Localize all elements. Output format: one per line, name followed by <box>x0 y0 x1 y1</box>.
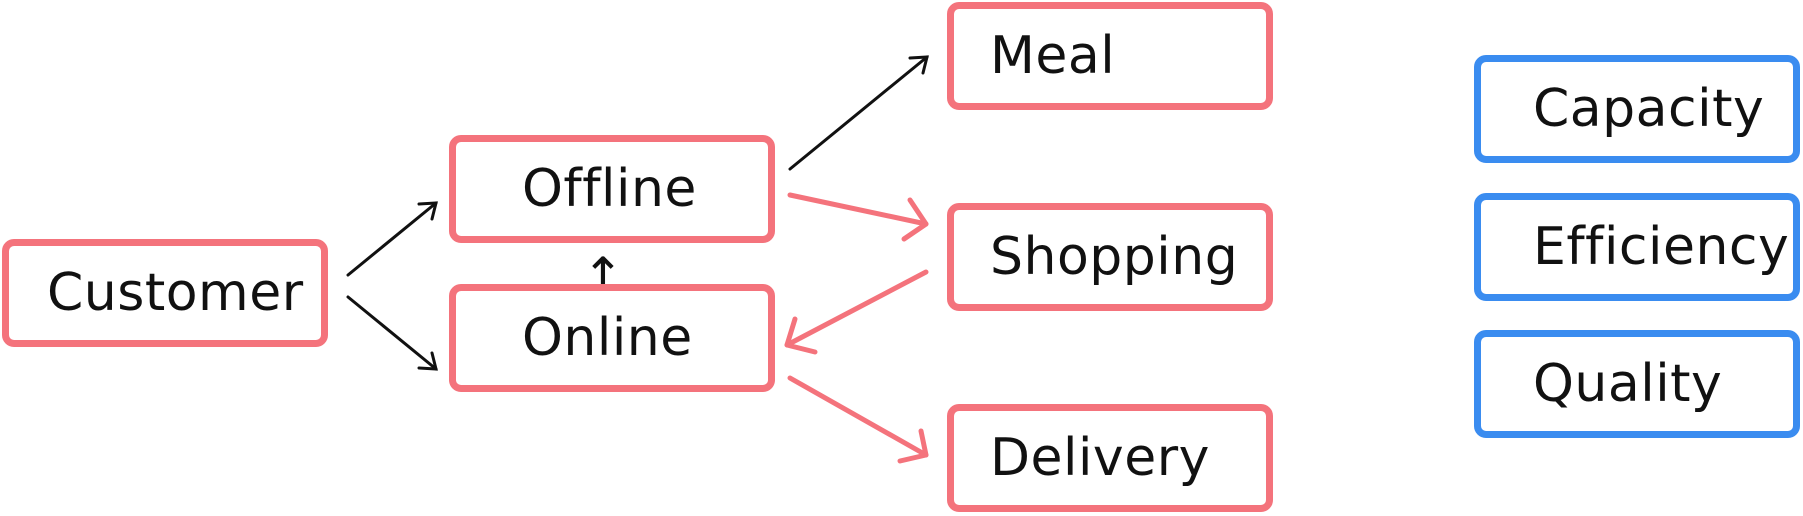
edge-customer-offline <box>346 201 438 277</box>
online-label: Online <box>522 308 693 368</box>
shopping-label: Shopping <box>990 227 1239 287</box>
edge-offline-shopping <box>787 192 929 242</box>
edge-customer-online <box>346 295 438 371</box>
meal-label: Meal <box>990 26 1116 86</box>
shopping-node: Shopping <box>947 203 1273 311</box>
offline-node: Offline <box>449 135 775 243</box>
efficiency-label: Efficiency <box>1533 217 1790 277</box>
quality-node: Quality <box>1474 330 1800 438</box>
edge-online-delivery <box>787 375 929 464</box>
capacity-node: Capacity <box>1474 55 1800 163</box>
quality-label: Quality <box>1533 354 1723 414</box>
capacity-label: Capacity <box>1533 79 1765 139</box>
customer-label: Customer <box>47 263 304 323</box>
delivery-label: Delivery <box>990 428 1210 488</box>
efficiency-node: Efficiency <box>1474 193 1800 301</box>
delivery-node: Delivery <box>947 404 1273 512</box>
edge-offline-meal <box>788 55 929 171</box>
online-node: Online <box>449 284 775 392</box>
customer-node: Customer <box>2 239 328 347</box>
edge-shopping-online <box>784 269 929 355</box>
offline-label: Offline <box>522 159 697 219</box>
meal-node: Meal <box>947 2 1273 110</box>
